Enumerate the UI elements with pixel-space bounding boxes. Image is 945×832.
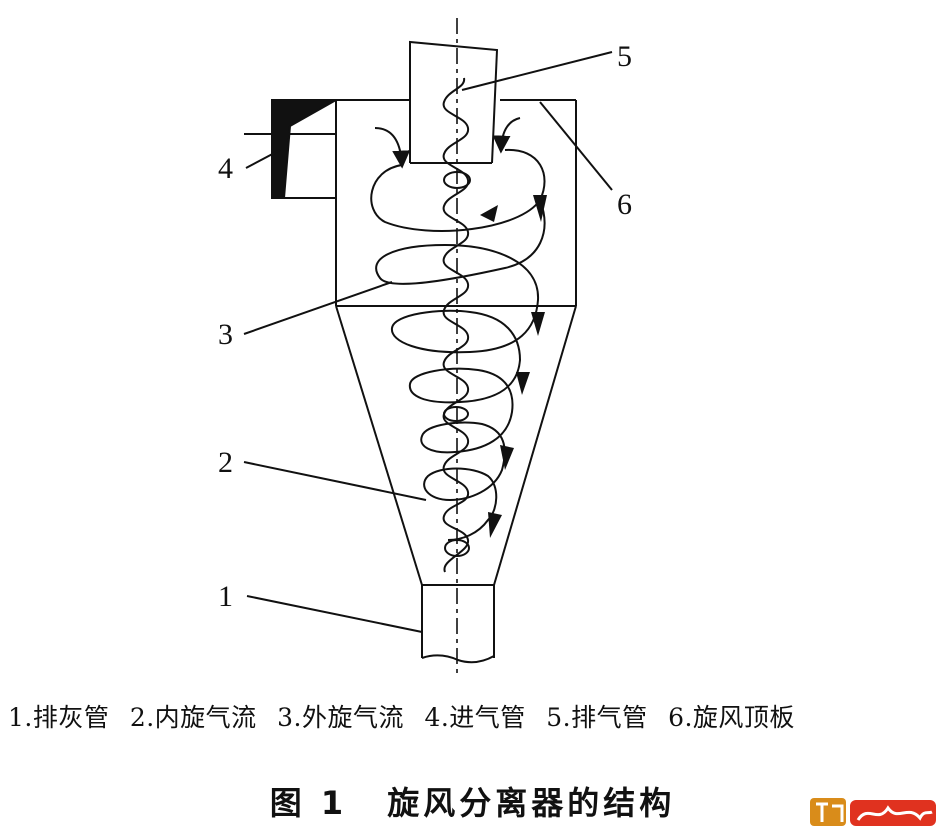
dust-discharge-pipe — [421, 585, 495, 664]
legend: 1.排灰管 2.内旋气流 3.外旋气流 4.进气管 5.排气管 6.旋风顶板 — [8, 698, 938, 734]
legend-item-3: 3.外旋气流 — [277, 703, 404, 732]
figure-number: 图 1 — [269, 784, 348, 822]
callout-3: 3 — [218, 318, 233, 351]
inlet-flow-arrows — [374, 117, 521, 169]
leader-lines — [243, 51, 613, 633]
outer-flow-arrowheads — [480, 195, 547, 538]
watermark-logo — [810, 798, 936, 826]
callout-4: 4 — [218, 152, 233, 185]
inlet-pipe — [244, 99, 340, 199]
callout-5: 5 — [617, 40, 632, 73]
callout-1: 1 — [218, 580, 233, 613]
callout-2: 2 — [218, 446, 233, 479]
legend-item-1: 1.排灰管 — [8, 703, 110, 732]
legend-item-5: 5.排气管 — [546, 703, 648, 732]
callout-6: 6 — [617, 188, 632, 221]
figure-caption: 图 1 旋风分离器的结构 — [0, 778, 945, 824]
cyclone-separator-diagram: 1 2 3 4 5 6 — [218, 18, 632, 676]
legend-item-6: 6.旋风顶板 — [668, 703, 795, 732]
inner-vortex-flow — [442, 77, 471, 573]
legend-item-4: 4.进气管 — [424, 703, 526, 732]
legend-item-2: 2.内旋气流 — [129, 703, 257, 732]
outer-vortex-flow — [370, 148, 546, 541]
figure-title: 旋风分离器的结构 — [387, 784, 676, 822]
exhaust-pipe — [409, 40, 499, 164]
cone-body — [335, 305, 577, 586]
